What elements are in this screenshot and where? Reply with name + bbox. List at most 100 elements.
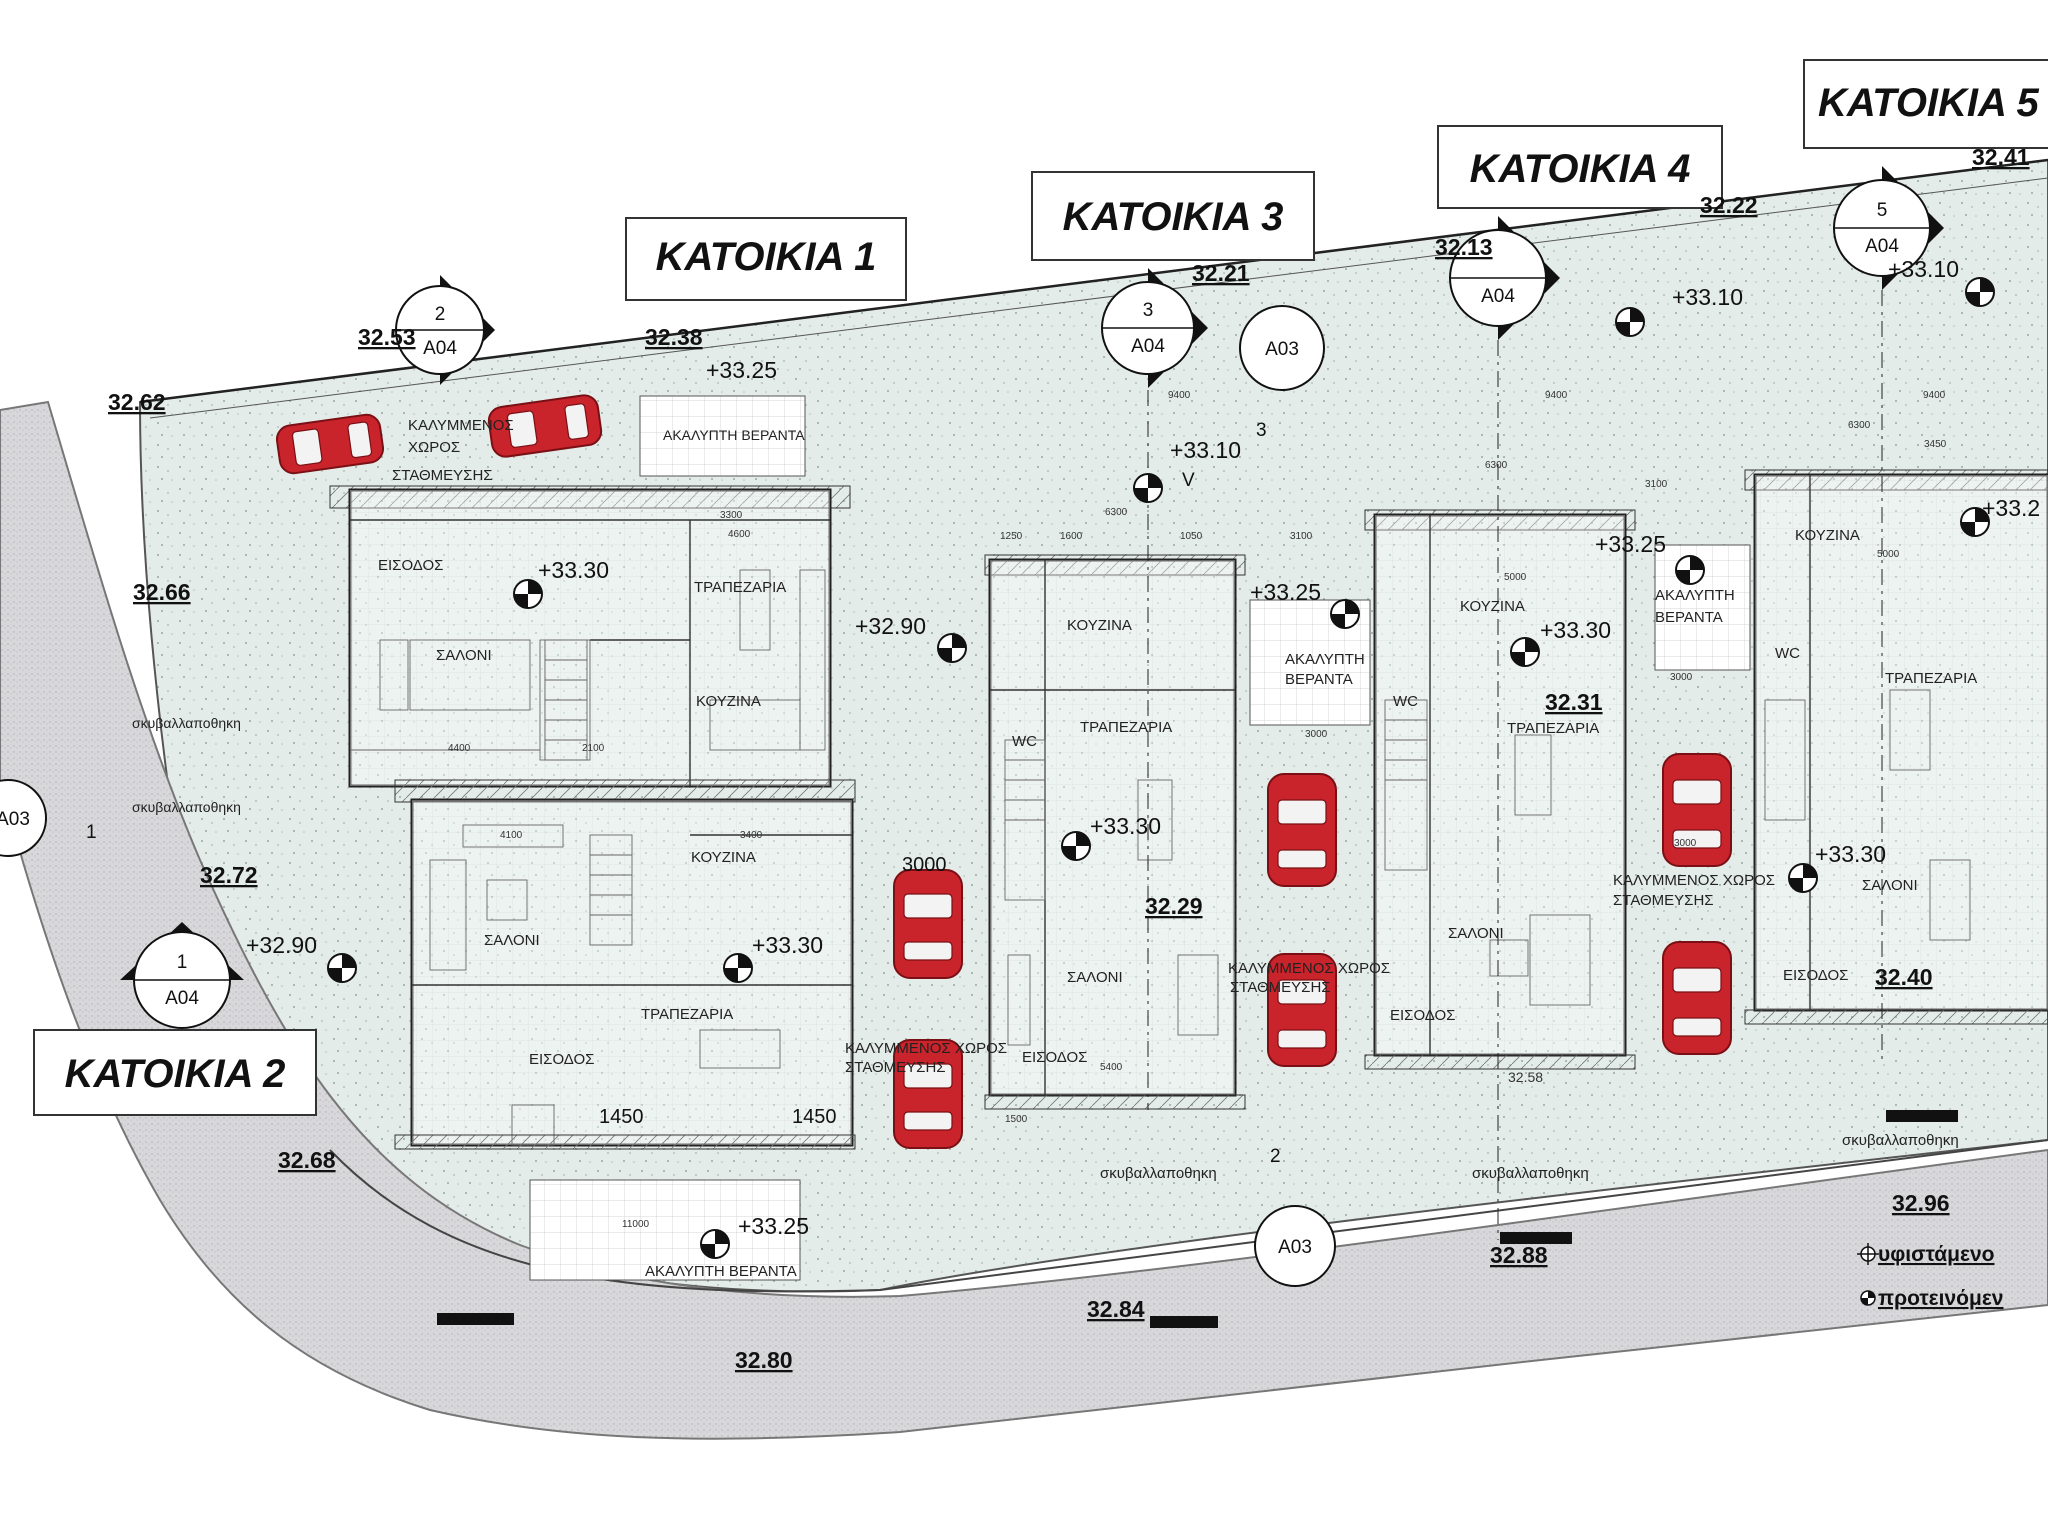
car-h2-a <box>893 869 963 979</box>
legend-proposed-symbol <box>1860 1290 1876 1306</box>
level-symbols <box>327 277 1995 1259</box>
svg-text:ΚΟΥΖΙΝΑ: ΚΟΥΖΙΝΑ <box>696 693 761 710</box>
datum-symbol <box>1061 831 1091 861</box>
svg-text:32.88: 32.88 <box>1490 1242 1548 1268</box>
svg-text:ΚΑΤΟΙΚΙΑ 2: ΚΑΤΟΙΚΙΑ 2 <box>65 1052 286 1096</box>
svg-text:1250: 1250 <box>1000 531 1023 542</box>
svg-text:WC: WC <box>1775 645 1800 662</box>
svg-text:32.66: 32.66 <box>133 579 191 605</box>
svg-text:ΤΡΑΠΕΖΑΡΙΑ: ΤΡΑΠΕΖΑΡΙΑ <box>1507 720 1599 737</box>
section-marker-5: 5 A04 <box>1833 166 1944 290</box>
svg-text:3100: 3100 <box>1290 531 1313 542</box>
svg-text:ΒΕΡΑΝΤΑ: ΒΕΡΑΝΤΑ <box>1285 671 1353 688</box>
svg-text:ΣΑΛΟΝΙ: ΣΑΛΟΝΙ <box>436 647 492 664</box>
car-h1-b <box>487 394 603 458</box>
svg-text:32.62: 32.62 <box>108 389 166 415</box>
svg-text:A04: A04 <box>165 988 199 1009</box>
svg-text:ΕΙΣΟΔΟΣ: ΕΙΣΟΔΟΣ <box>529 1051 594 1068</box>
veranda-h2 <box>529 1179 801 1281</box>
svg-text:6300: 6300 <box>1485 460 1508 471</box>
svg-text:2100: 2100 <box>582 743 605 754</box>
svg-text:32.58: 32.58 <box>1508 1069 1543 1085</box>
svg-text:ΚΑΛΥΜΜΕΝΟΣ: ΚΑΛΥΜΜΕΝΟΣ <box>408 417 514 434</box>
svg-text:3: 3 <box>1256 420 1267 441</box>
datum-symbol <box>327 953 357 983</box>
svg-text:+32.90: +32.90 <box>246 932 317 958</box>
svg-text:3450: 3450 <box>1924 439 1947 450</box>
svg-text:5400: 5400 <box>1100 1062 1123 1073</box>
section-marker-a03-left: A03 <box>0 779 47 857</box>
stair-h1 <box>544 639 588 761</box>
svg-text:ΤΡΑΠΕΖΑΡΙΑ: ΤΡΑΠΕΖΑΡΙΑ <box>1080 719 1172 736</box>
meter-box-4 <box>1886 1110 1958 1122</box>
svg-text:+33.25: +33.25 <box>706 357 777 383</box>
svg-text:A04: A04 <box>1865 236 1899 257</box>
svg-text:A04: A04 <box>423 338 457 359</box>
svg-text:32.13: 32.13 <box>1435 234 1493 260</box>
svg-text:ΕΙΣΟΔΟΣ: ΕΙΣΟΔΟΣ <box>1390 1007 1455 1024</box>
svg-text:32.40: 32.40 <box>1875 964 1933 990</box>
svg-text:ΣΑΛΟΝΙ: ΣΑΛΟΝΙ <box>1067 969 1123 986</box>
svg-text:ΣΤΑΘΜΕΥΣΗΣ: ΣΤΑΘΜΕΥΣΗΣ <box>1230 979 1331 996</box>
svg-text:A04: A04 <box>1481 286 1515 307</box>
house-1-plan <box>329 485 851 788</box>
svg-text:32.96: 32.96 <box>1892 1190 1950 1216</box>
section-marker-2: 2 A04 <box>395 275 495 385</box>
house-label-3: ΚΑΤΟΙΚΙΑ 3 <box>1031 171 1315 261</box>
svg-text:ΚΟΥΖΙΝΑ: ΚΟΥΖΙΝΑ <box>1460 598 1525 615</box>
svg-text:ΚΑΤΟΙΚΙΑ 5: ΚΑΤΟΙΚΙΑ 5 <box>1818 81 2040 125</box>
svg-text:4400: 4400 <box>448 743 471 754</box>
svg-text:ΣΤΑΘΜΕΥΣΗΣ: ΣΤΑΘΜΕΥΣΗΣ <box>845 1059 946 1076</box>
svg-text:9400: 9400 <box>1923 390 1946 401</box>
svg-text:11000: 11000 <box>622 1219 650 1230</box>
svg-text:ΕΙΣΟΔΟΣ: ΕΙΣΟΔΟΣ <box>378 557 443 574</box>
house-2-plan <box>394 779 856 1150</box>
svg-text:ΧΩΡΟΣ: ΧΩΡΟΣ <box>408 439 460 456</box>
house-5-plan <box>1744 469 2048 1025</box>
svg-text:5000: 5000 <box>1504 572 1527 583</box>
svg-text:+33.30: +33.30 <box>1540 617 1611 643</box>
car-h2-b <box>893 1039 963 1149</box>
svg-text:3400: 3400 <box>740 830 763 841</box>
veranda-h1 <box>639 395 806 477</box>
svg-text:2: 2 <box>1270 1146 1281 1167</box>
svg-text:6300: 6300 <box>1848 420 1871 431</box>
car-h1-a <box>275 413 385 475</box>
svg-text:3000: 3000 <box>1670 672 1693 683</box>
datum-symbol <box>1510 637 1540 667</box>
svg-text:+33.25: +33.25 <box>738 1213 809 1239</box>
meter-box-1 <box>437 1313 514 1325</box>
svg-text:32.41: 32.41 <box>1972 144 2030 170</box>
car-h4-a <box>1662 753 1732 867</box>
svg-text:σκυβαλλαποθηκη: σκυβαλλαποθηκη <box>132 715 241 731</box>
datum-symbol <box>937 633 967 663</box>
house-label-5: ΚΑΤΟΙΚΙΑ 5 <box>1803 59 2048 149</box>
svg-text:V: V <box>1182 470 1195 491</box>
svg-text:32.38: 32.38 <box>645 324 703 350</box>
svg-text:3300: 3300 <box>720 510 743 521</box>
svg-text:ΚΑΛΥΜΜΕΝΟΣ ΧΩΡΟΣ: ΚΑΛΥΜΜΕΝΟΣ ΧΩΡΟΣ <box>1613 872 1775 889</box>
svg-text:ΑΚΑΛΥΠΤΗ: ΑΚΑΛΥΠΤΗ <box>1655 587 1735 604</box>
svg-text:4100: 4100 <box>500 830 523 841</box>
svg-text:ΚΑΤΟΙΚΙΑ 3: ΚΑΤΟΙΚΙΑ 3 <box>1063 195 1284 239</box>
svg-text:ΤΡΑΠΕΖΑΡΙΑ: ΤΡΑΠΕΖΑΡΙΑ <box>694 579 786 596</box>
datum-symbol <box>1133 473 1163 503</box>
datum-symbol <box>1330 599 1360 629</box>
svg-text:ΒΕΡΑΝΤΑ: ΒΕΡΑΝΤΑ <box>1655 609 1723 626</box>
svg-text:1500: 1500 <box>1005 1114 1028 1125</box>
svg-text:ΣΑΛΟΝΙ: ΣΑΛΟΝΙ <box>484 932 540 949</box>
svg-text:A03: A03 <box>1265 339 1299 360</box>
svg-text:3000: 3000 <box>902 854 947 876</box>
svg-text:1600: 1600 <box>1060 531 1083 542</box>
svg-text:+33.10: +33.10 <box>1888 256 1959 282</box>
svg-text:32.29: 32.29 <box>1145 893 1203 919</box>
svg-text:σκυβαλλαποθηκη: σκυβαλλαποθηκη <box>1100 1165 1217 1182</box>
svg-text:σκυβαλλαποθηκη: σκυβαλλαποθηκη <box>1472 1165 1589 1182</box>
svg-text:ΚΟΥΖΙΝΑ: ΚΟΥΖΙΝΑ <box>1795 527 1860 544</box>
svg-text:ΣΑΛΟΝΙ: ΣΑΛΟΝΙ <box>1448 925 1504 942</box>
svg-text:ΣΑΛΟΝΙ: ΣΑΛΟΝΙ <box>1862 877 1918 894</box>
svg-text:3100: 3100 <box>1645 479 1668 490</box>
svg-text:3000: 3000 <box>1305 729 1328 740</box>
svg-text:σκυβαλλαποθηκη: σκυβαλλαποθηκη <box>132 799 241 815</box>
svg-text:1450: 1450 <box>792 1106 837 1128</box>
